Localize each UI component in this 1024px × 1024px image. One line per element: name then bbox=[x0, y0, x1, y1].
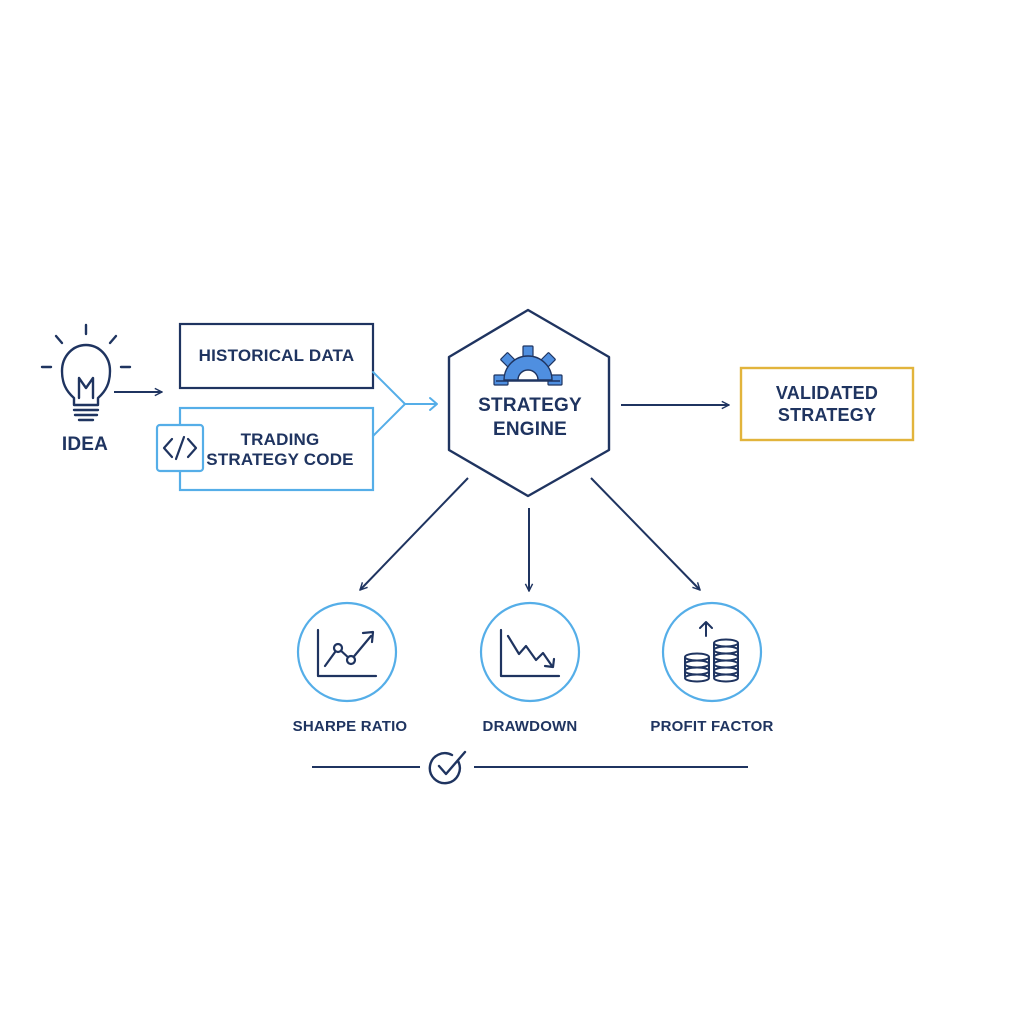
trading-strategy-code-label: TRADING STRATEGY CODE bbox=[206, 430, 354, 469]
engine-to-sharpe-arrow bbox=[360, 477, 469, 590]
validated-strategy-label: VALIDATED STRATEGY bbox=[775, 383, 879, 425]
falling-line-chart-icon bbox=[499, 628, 561, 678]
sharpe-ratio-label: SHARPE RATIO bbox=[292, 717, 408, 735]
lightbulb-icon bbox=[40, 323, 132, 422]
gear-icon bbox=[493, 345, 563, 386]
profit-factor-label: PROFIT FACTOR bbox=[650, 717, 774, 735]
strategy-engine-hexagon bbox=[447, 308, 611, 498]
drawdown-label: DRAWDOWN bbox=[482, 717, 578, 735]
historical-data-label: HISTORICAL DATA bbox=[198, 346, 355, 365]
validated-strategy-box bbox=[739, 366, 915, 442]
rising-line-chart-icon bbox=[316, 628, 378, 678]
strategy-engine-label: STRATEGY ENGINE bbox=[478, 395, 582, 440]
profit-factor-circle bbox=[661, 601, 763, 703]
inputs-merge-connector bbox=[372, 371, 438, 437]
engine-to-profit-arrow bbox=[590, 477, 700, 590]
idea-label: IDEA bbox=[61, 434, 109, 455]
coin-stack-icon bbox=[684, 621, 739, 683]
check-circle-icon bbox=[428, 750, 467, 785]
historical-data-box bbox=[178, 322, 375, 390]
sharpe-ratio-circle bbox=[296, 601, 398, 703]
drawdown-circle bbox=[479, 601, 581, 703]
code-brackets-icon bbox=[155, 423, 205, 473]
